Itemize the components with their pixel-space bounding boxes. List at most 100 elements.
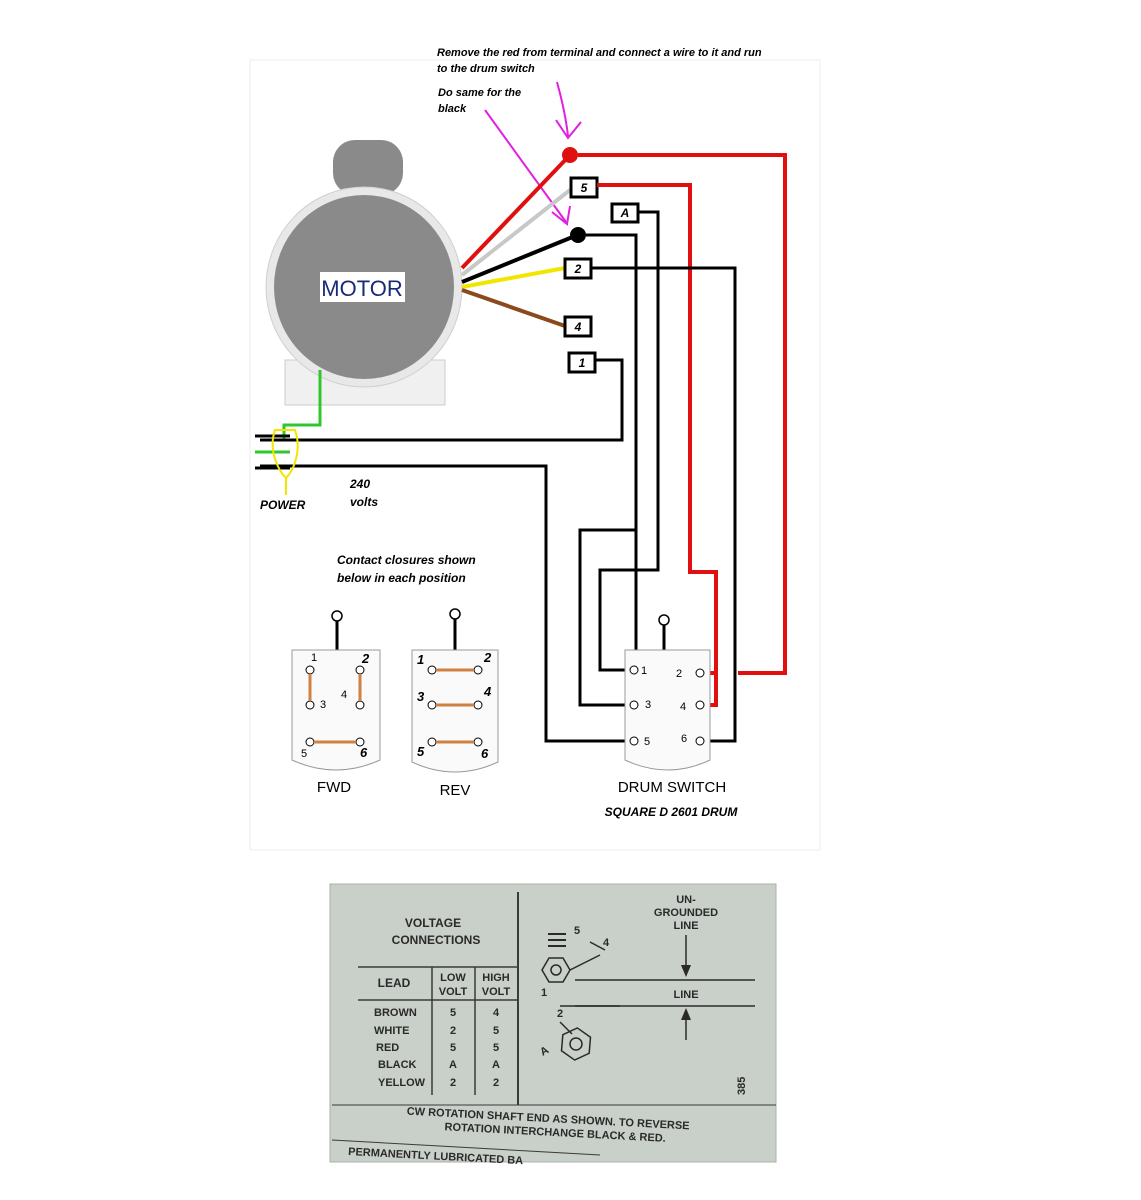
svg-text:3: 3 [645,699,651,711]
svg-text:2: 2 [450,1025,456,1037]
terminal-stud-icon [559,1021,592,1061]
svg-text:LOW: LOW [440,972,466,984]
terminal-1: 1 [567,351,597,374]
terminal-5: 5 [569,176,599,199]
svg-text:2: 2 [493,1077,499,1089]
lead-white [460,188,572,277]
svg-text:HIGH: HIGH [482,972,510,984]
svg-text:4: 4 [493,1007,500,1019]
plate-row-lead: BROWN [374,1007,417,1019]
svg-text:385: 385 [736,1077,748,1095]
plate-row-lead: WHITE [374,1025,409,1037]
voltage-label-value: 240 [349,477,370,491]
plate-col-lead: LEAD [378,976,411,990]
plate-row-lead: RED [376,1042,399,1054]
svg-text:1: 1 [579,356,586,370]
rev-contact-diagram: 1 2 3 4 5 6 [411,608,499,773]
drum-contact-5 [629,736,639,746]
drum-contact-6 [695,736,705,746]
plate-row-lead: YELLOW [378,1077,426,1089]
motor-nameplate: VOLTAGE CONNECTIONS LEAD LOW VOLT HIGH V… [329,883,777,1167]
svg-text:2: 2 [361,651,370,666]
svg-text:4: 4 [574,320,582,334]
svg-text:LINE: LINE [673,920,698,932]
svg-text:3: 3 [417,689,425,704]
magenta-arrow-red [555,81,582,140]
svg-text:UN-: UN- [676,894,696,906]
power-label: POWER [260,498,306,512]
svg-text:5: 5 [301,748,307,760]
svg-text:1: 1 [641,665,647,677]
plate-title-2: CONNECTIONS [392,933,481,947]
svg-text:LINE: LINE [673,989,698,1001]
fwd-caption: FWD [317,779,351,796]
svg-text:5: 5 [574,925,580,937]
fwd-contact-diagram: 1 2 3 4 5 6 [291,610,381,771]
drum-contact-3 [629,700,639,710]
svg-text:6: 6 [481,746,489,761]
svg-text:5: 5 [644,736,650,748]
red-wire-to-switch-2 [578,153,787,675]
rev-caption: REV [440,782,471,799]
lead-red [460,153,572,270]
motor-label-bg [320,272,405,302]
svg-text:1: 1 [311,652,317,664]
svg-text:A: A [492,1059,500,1071]
black-wire-terminalA [598,210,660,672]
svg-text:GROUNDED: GROUNDED [654,907,718,919]
black-wire-to-3 [578,528,636,707]
terminal-stud-icon [541,933,606,983]
svg-text:2: 2 [676,668,682,680]
red-wire-note-line2: to the drum switch [437,63,535,75]
svg-text:2: 2 [557,1008,563,1020]
black-wire-note-line1: Do same for the [438,87,521,99]
svg-text:5: 5 [581,181,588,195]
svg-text:2: 2 [483,650,492,665]
black-wire-terminal2 [591,266,737,743]
plate-row-lead: BLACK [378,1059,417,1071]
black-wire-terminal1 [260,358,624,442]
drum-switch-caption: DRUM SWITCH [618,779,726,796]
svg-text:5: 5 [493,1025,499,1037]
svg-text:5: 5 [493,1042,499,1054]
svg-text:VOLT: VOLT [482,986,511,998]
contacts-note-line1: Contact closures shown [337,553,476,567]
svg-text:4: 4 [680,701,686,713]
motor-capacitor [333,140,403,195]
svg-text:4: 4 [483,684,492,699]
black-wire-power-to-5 [260,464,630,743]
lead-black [461,234,576,284]
black-terminal-dot [570,227,586,243]
power-cable-tie [271,429,299,480]
svg-text:5: 5 [450,1042,456,1054]
terminal-A: A [610,202,640,224]
svg-text:6: 6 [681,733,687,745]
motor-label: MOTOR [321,276,402,301]
svg-text:3: 3 [320,699,326,711]
plate-title-1: VOLTAGE [405,916,461,930]
svg-text:5: 5 [450,1007,456,1019]
lead-yellow [461,266,566,289]
drum-switch: 1 2 3 4 5 6 [624,614,711,771]
motor: MOTOR [265,140,463,406]
terminal-2: 2 [563,257,593,280]
svg-text:VOLT: VOLT [439,986,468,998]
svg-text:1: 1 [417,652,424,667]
black-wire-note-line2: black [438,103,467,115]
drum-switch-model: SQUARE D 2601 DRUM [605,805,739,819]
drum-contact-1 [629,665,639,675]
svg-text:4: 4 [341,689,347,701]
lead-brown [461,288,566,328]
svg-text:6: 6 [360,745,368,760]
svg-text:A: A [449,1059,457,1071]
red-wire-note-line1: Remove the red from terminal and connect… [437,47,762,59]
ground-wire [282,370,322,440]
red-terminal-dot [562,147,578,163]
svg-text:5: 5 [417,744,425,759]
svg-text:4: 4 [603,937,610,949]
svg-text:2: 2 [574,262,582,276]
svg-text:1: 1 [541,987,547,999]
red-wire-terminal5 [597,183,718,673]
nameplate-background [330,884,776,1162]
